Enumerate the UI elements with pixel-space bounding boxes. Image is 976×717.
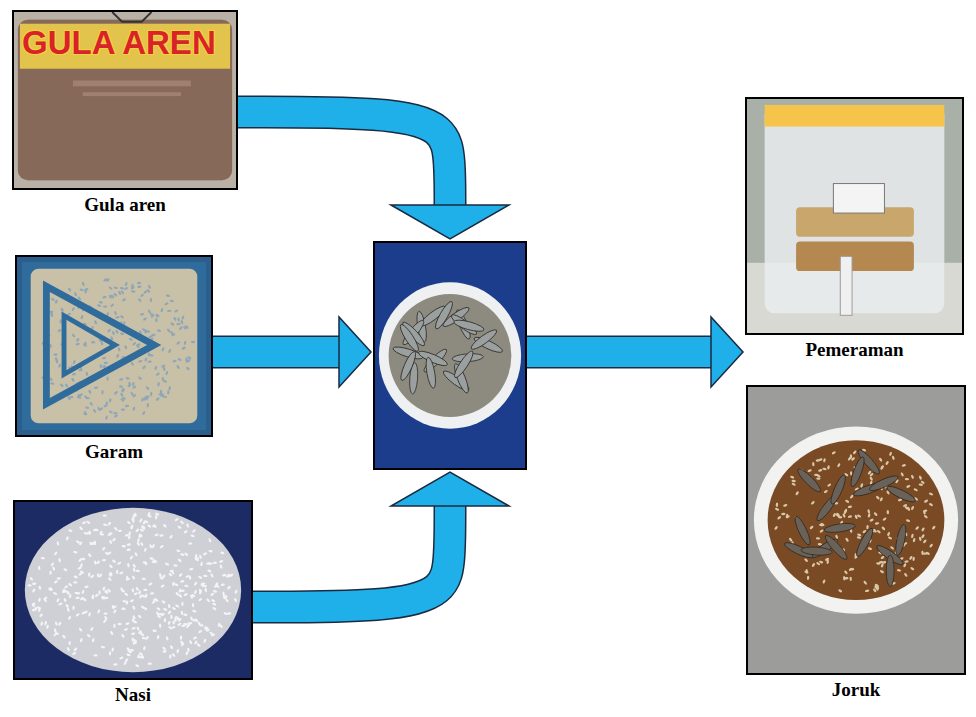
photo-frame: [745, 97, 964, 335]
arrow-head: [711, 317, 743, 387]
arrow-head: [391, 205, 509, 239]
ingredient-photo: Garam: [15, 255, 213, 463]
arrow-body: [527, 337, 712, 367]
photo-frame: [373, 241, 527, 470]
arrow-body: [213, 337, 340, 367]
arrow-outline: [213, 336, 340, 369]
block-arrow: [213, 317, 371, 387]
photo-caption: Garam: [15, 441, 213, 463]
package-label: GULA AREN: [22, 24, 216, 62]
arrow-head: [339, 317, 371, 387]
photo-frame: [746, 385, 966, 675]
product-photo: Joruk: [746, 385, 966, 701]
block-arrow: [238, 112, 509, 239]
process-photo: Pemeraman: [745, 97, 964, 361]
arrow-body: [253, 505, 450, 607]
arrow-outline: [238, 112, 450, 206]
fish-photo: [373, 241, 527, 470]
arrow-outline: [253, 505, 450, 607]
photo-frame: [15, 255, 213, 437]
block-arrow: [253, 472, 509, 607]
arrow-head: [391, 472, 509, 506]
arrow-outline: [527, 336, 712, 369]
arrow-body: [238, 112, 450, 206]
photo-frame: [13, 500, 253, 680]
photo-caption: Pemeraman: [745, 339, 964, 361]
photo-caption: Nasi: [13, 684, 253, 706]
photo-caption: Gula aren: [12, 194, 238, 216]
photo-caption: Joruk: [746, 679, 966, 701]
block-arrow: [527, 317, 743, 387]
ingredient-photo: Nasi: [13, 500, 253, 706]
